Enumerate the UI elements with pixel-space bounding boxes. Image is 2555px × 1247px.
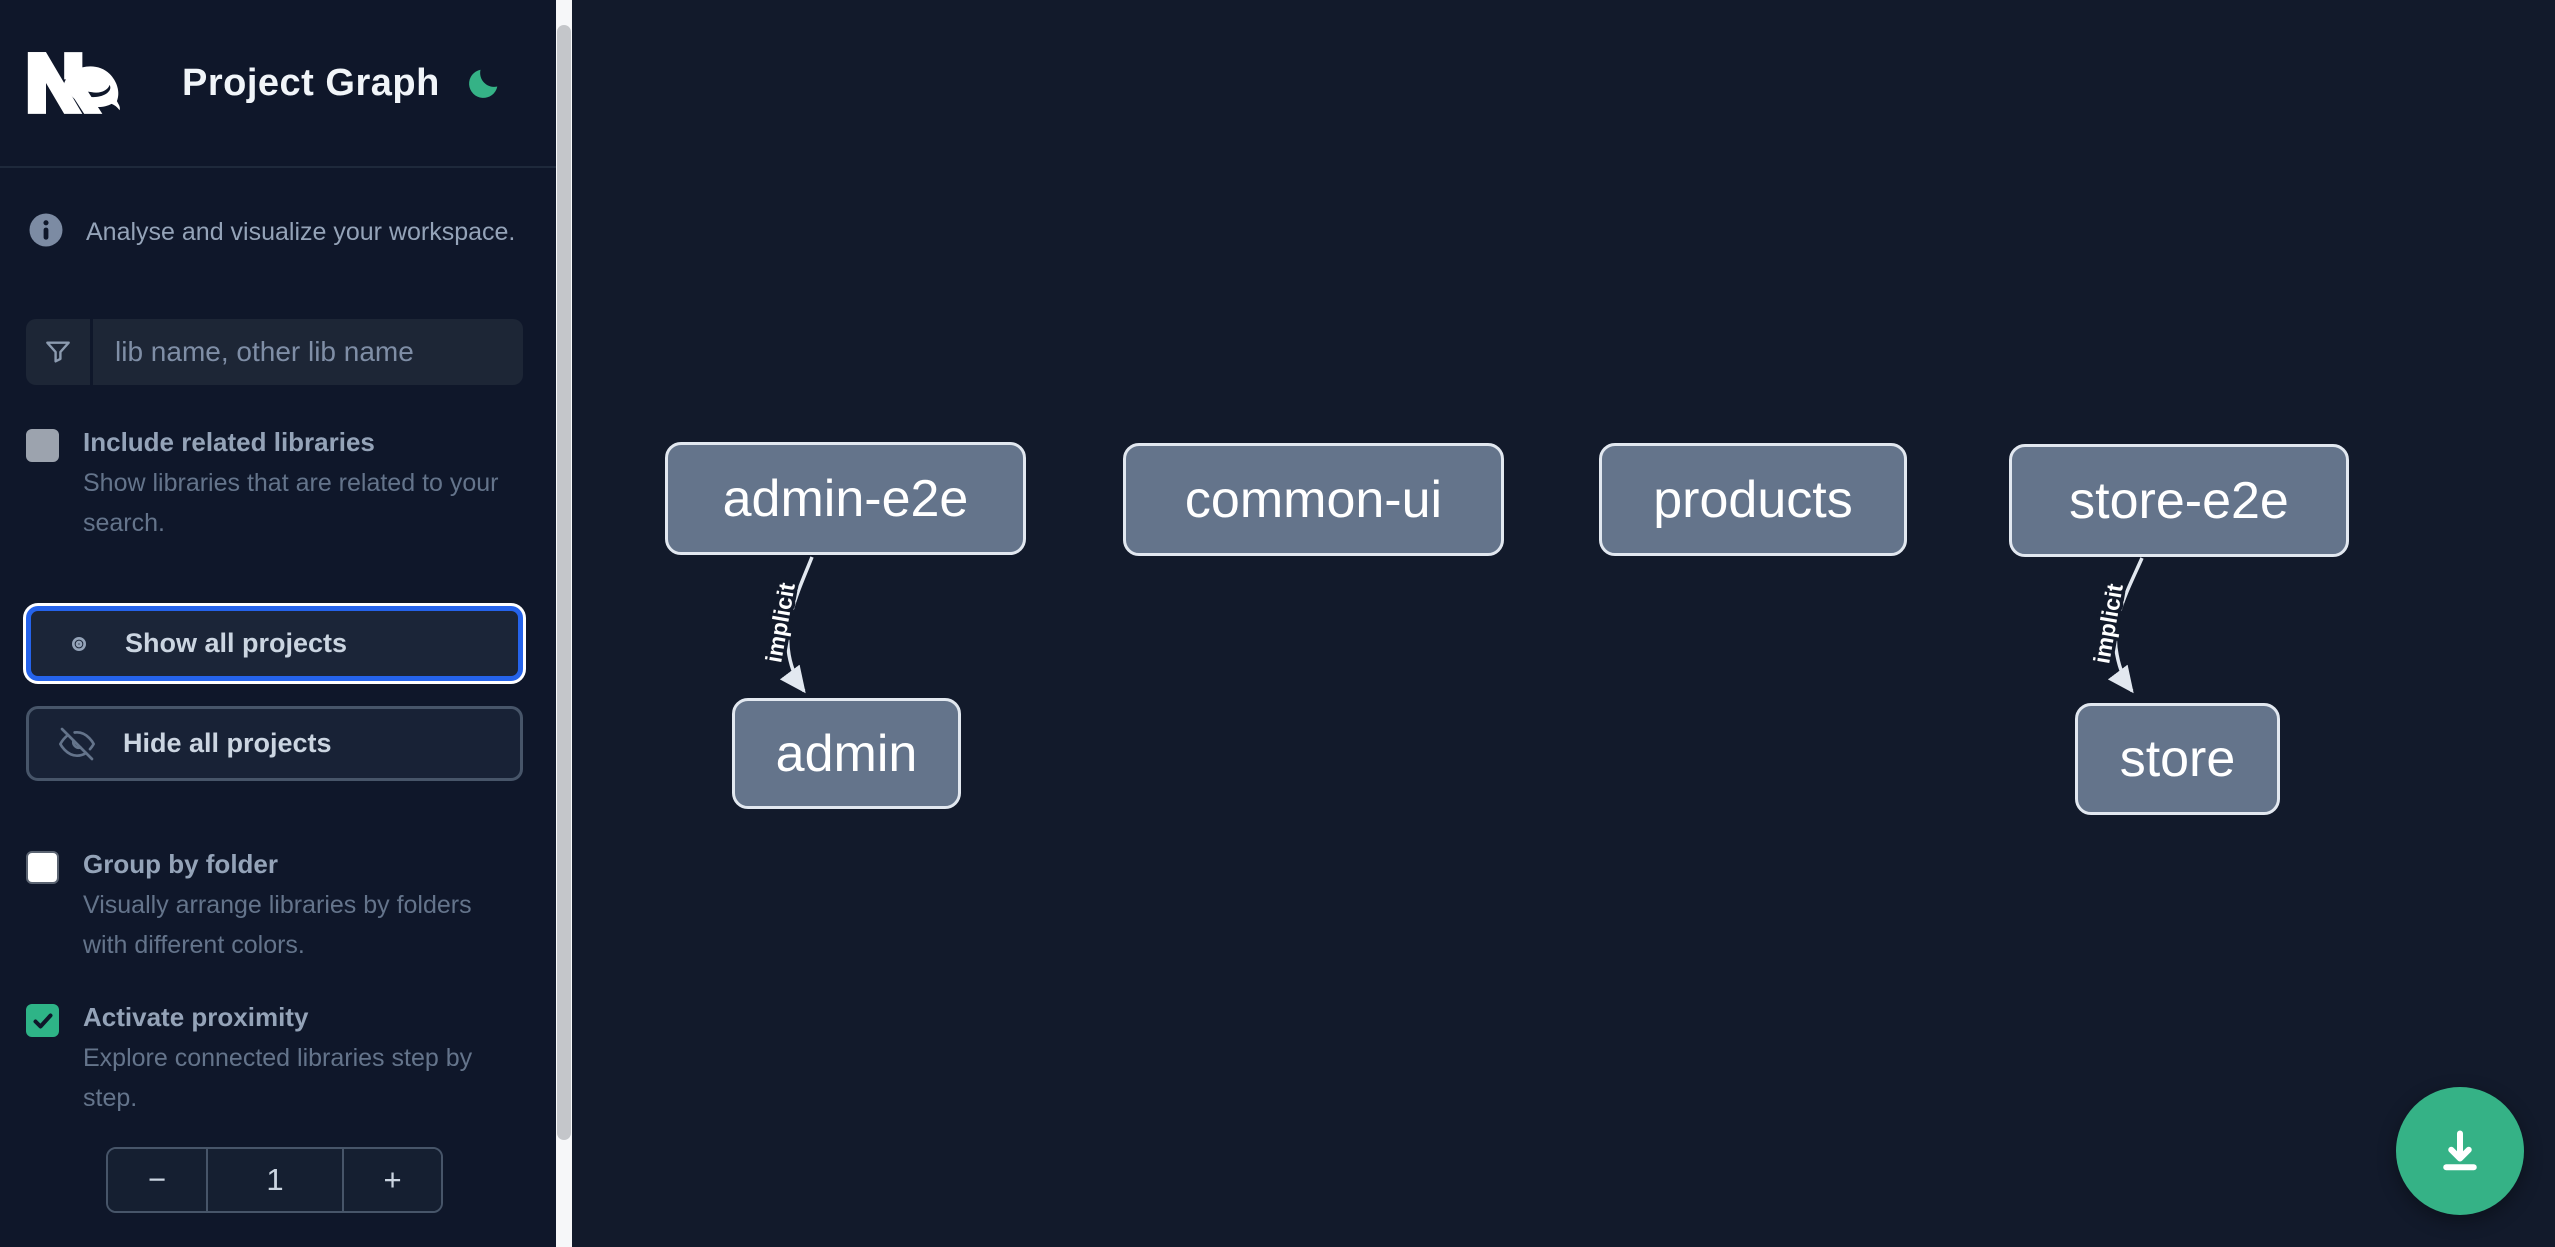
sidebar-scrollbar-track[interactable]: [556, 0, 572, 1247]
activate-proximity-checkbox[interactable]: [26, 1004, 59, 1037]
app-title: Project Graph: [182, 61, 440, 104]
edge-label-implicit: implicit: [2088, 581, 2128, 665]
edge-store-e2e-to-store[interactable]: [2107, 557, 2144, 694]
workspace-tagline: Analyse and visualize your workspace.: [86, 218, 516, 246]
edge-admin-e2e-to-admin[interactable]: [779, 556, 814, 694]
moon-icon: [469, 69, 498, 98]
filter-funnel-icon: [26, 319, 93, 385]
toggle-label: Include related libraries: [83, 427, 375, 457]
toggle-description: Show libraries that are related to your …: [83, 469, 499, 537]
toggle-description: Explore connected libraries step by step…: [83, 1044, 473, 1112]
project-graph-canvas[interactable]: implicit implicit admin-e2e common-ui pr…: [572, 0, 2555, 1247]
eye-icon: [59, 624, 99, 664]
show-all-projects-label: Show all projects: [125, 628, 348, 658]
node-products[interactable]: products: [1599, 443, 1907, 556]
hide-all-projects-label: Hide all projects: [123, 728, 332, 758]
sidebar-header: Project Graph: [0, 0, 556, 168]
info-icon: [29, 213, 63, 247]
proximity-depth-value: 1: [208, 1149, 342, 1211]
toggle-include-related-libraries: Include related libraries Show libraries…: [26, 427, 526, 543]
download-icon: [2443, 1130, 2477, 1171]
node-store-e2e[interactable]: store-e2e: [2009, 444, 2349, 557]
eye-off-icon: [57, 724, 97, 764]
edge-label-implicit: implicit: [760, 580, 800, 664]
show-all-projects-button[interactable]: Show all projects: [26, 606, 523, 681]
toggle-group-by-folder: Group by folder Visually arrange librari…: [26, 849, 526, 965]
increment-button[interactable]: +: [342, 1149, 441, 1211]
nx-logo-icon: [27, 52, 120, 114]
search-input[interactable]: [93, 319, 523, 385]
toggle-label: Activate proximity: [83, 1002, 309, 1032]
workspace-tagline-row: Analyse and visualize your workspace.: [0, 168, 556, 250]
toggle-activate-proximity: Activate proximity Explore connected lib…: [26, 1002, 526, 1118]
theme-toggle-button[interactable]: [462, 61, 506, 105]
download-image-button[interactable]: [2396, 1087, 2524, 1215]
decrement-button[interactable]: −: [108, 1149, 208, 1211]
group-by-folder-checkbox[interactable]: [26, 851, 59, 884]
toggle-label: Group by folder: [83, 849, 278, 879]
search-box: [26, 319, 523, 385]
node-admin[interactable]: admin: [732, 698, 961, 809]
sidebar-scrollbar-thumb[interactable]: [557, 25, 571, 1140]
sidebar: Project Graph Analyse and visualize your…: [0, 0, 556, 1247]
include-related-libraries-checkbox[interactable]: [26, 429, 59, 462]
toggle-description: Visually arrange libraries by folders wi…: [83, 891, 472, 959]
node-common-ui[interactable]: common-ui: [1123, 443, 1504, 556]
node-store[interactable]: store: [2075, 703, 2280, 815]
node-admin-e2e[interactable]: admin-e2e: [665, 442, 1026, 555]
checkmark-icon: [33, 1013, 52, 1028]
edges-layer: implicit implicit: [757, 556, 2144, 694]
proximity-depth-stepper: − 1 +: [106, 1147, 443, 1213]
hide-all-projects-button[interactable]: Hide all projects: [26, 706, 523, 781]
